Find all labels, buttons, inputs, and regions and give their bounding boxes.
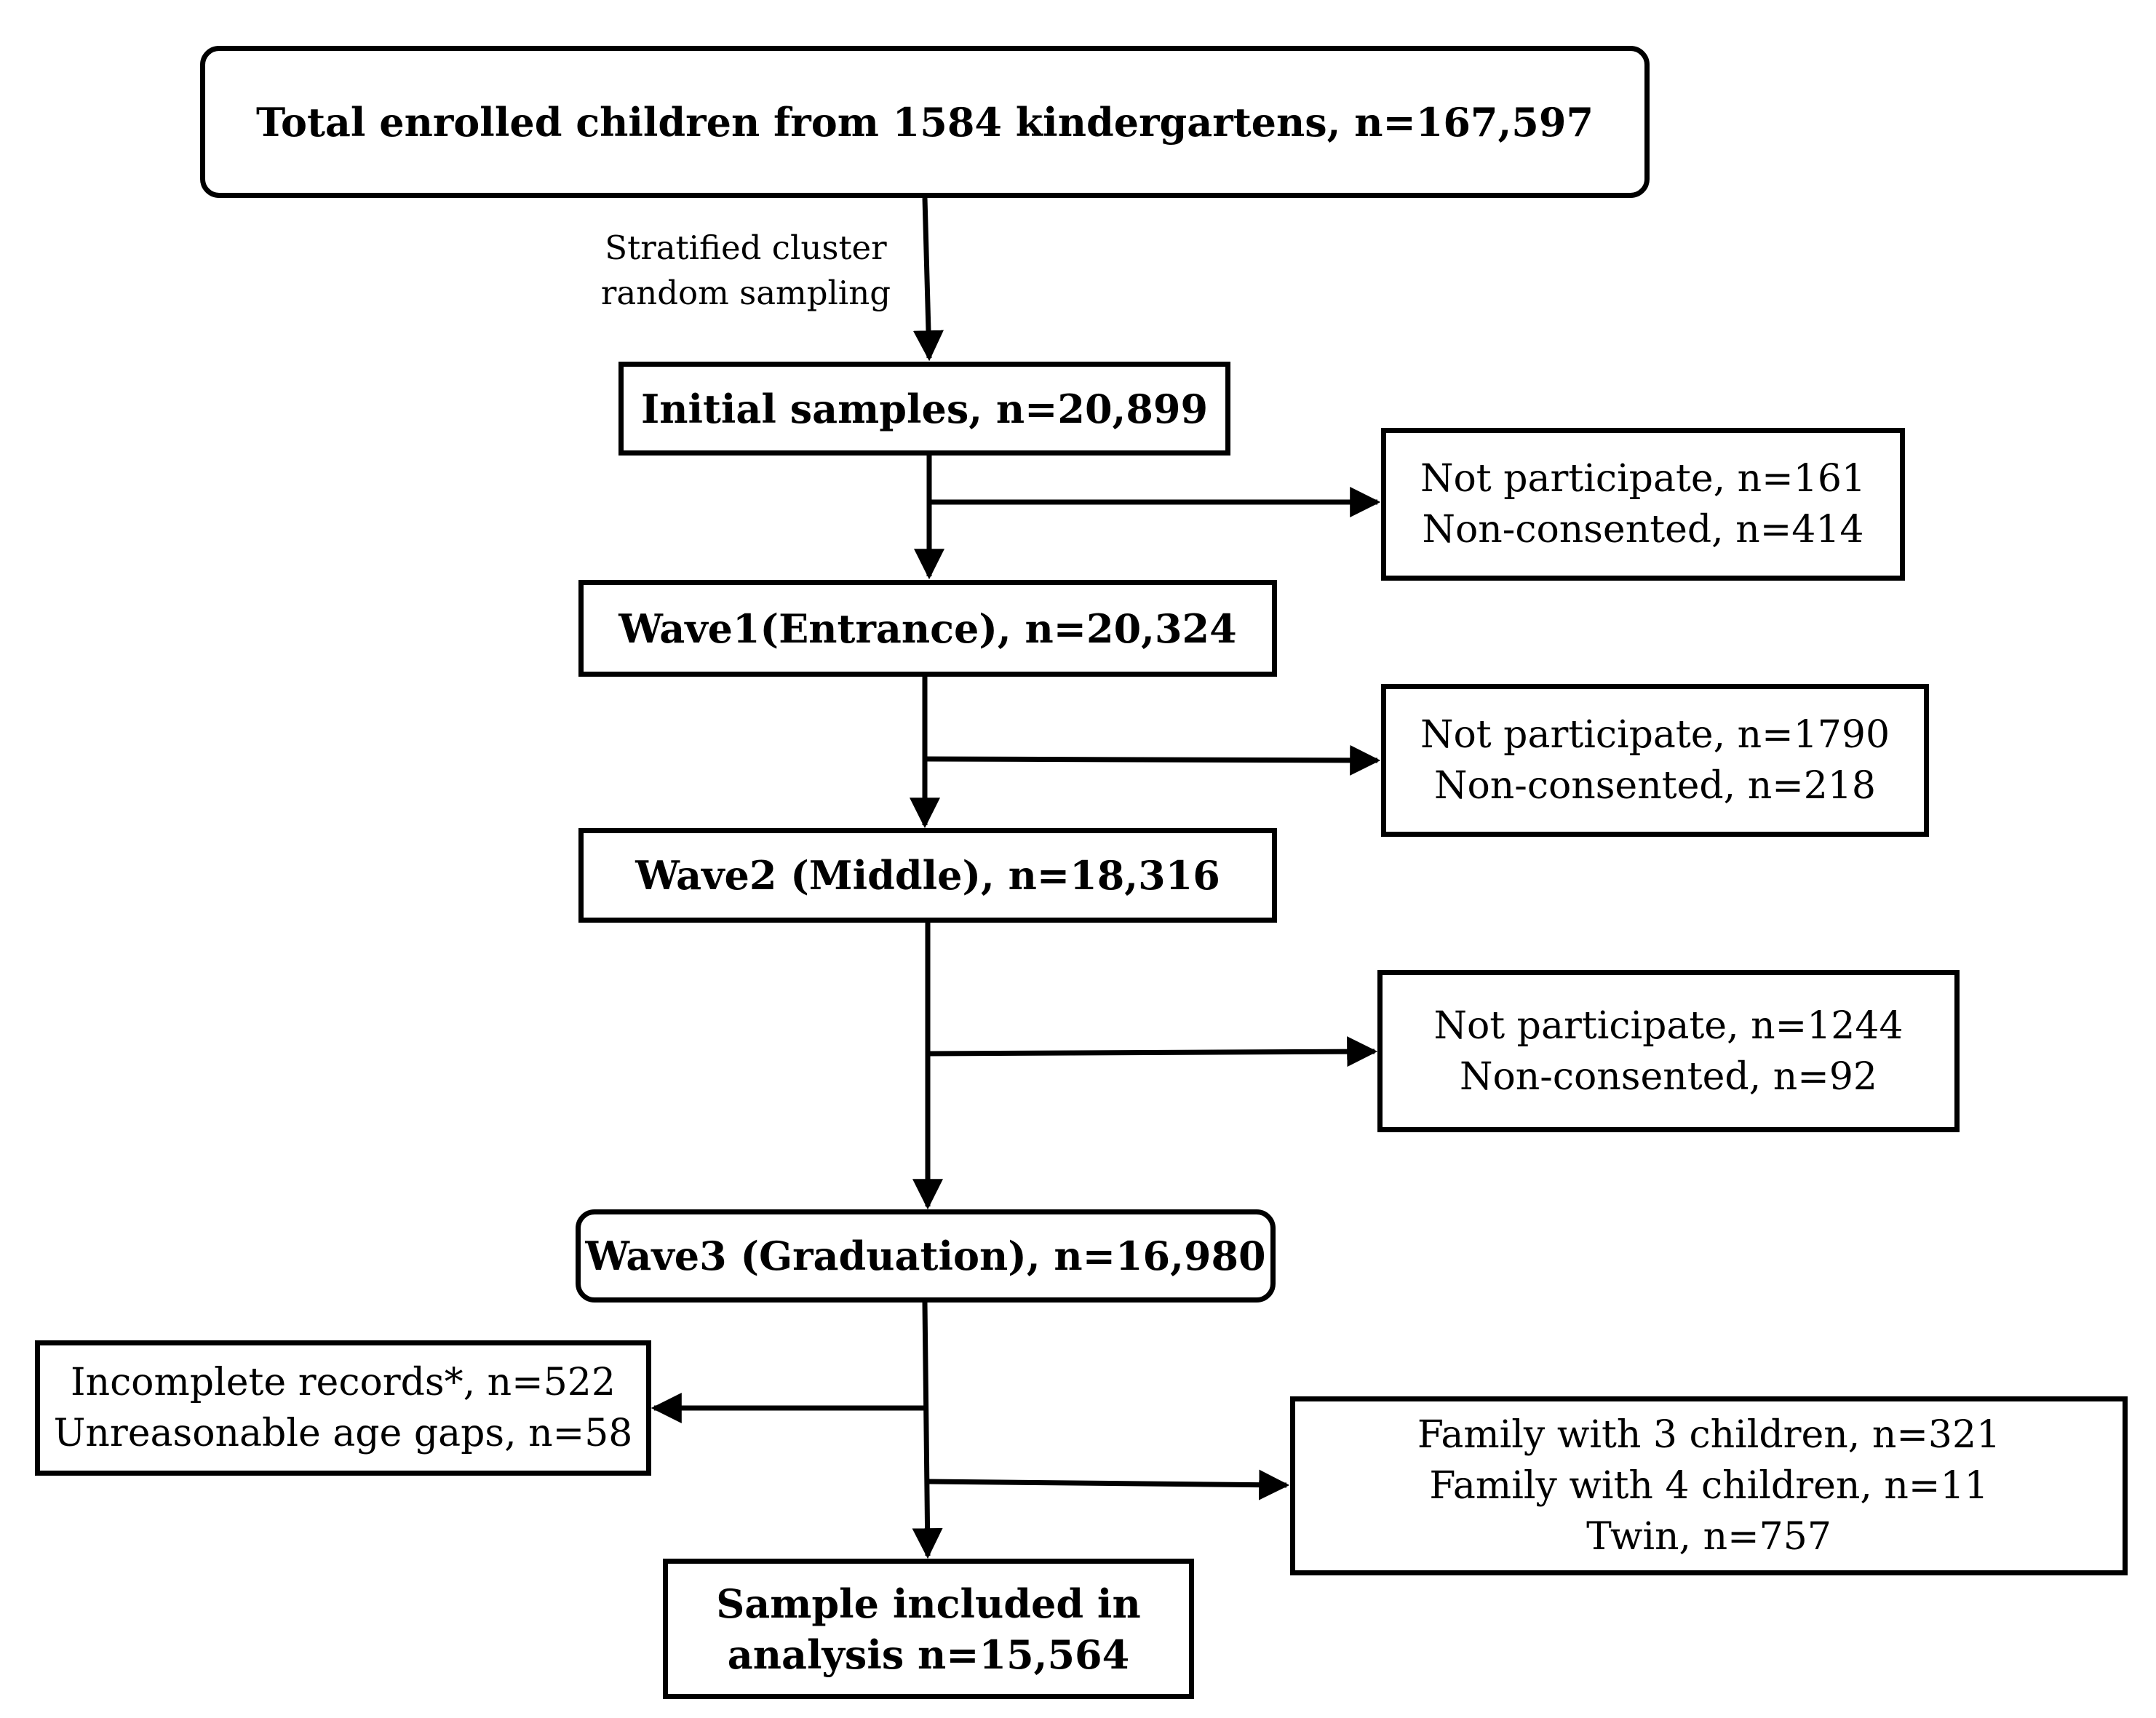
final-sample-box: Sample included in analysis n=15,564 (663, 1559, 1194, 1699)
total-enrolled-box: Total enrolled children from 1584 kinder… (200, 46, 1650, 198)
exclusion-box-2: Not participate, n=1790 Non-consented, n… (1381, 684, 1929, 837)
box-text: Non-consented, n=92 (1460, 1054, 1877, 1099)
box-text: Not participate, n=1790 (1420, 713, 1890, 757)
wave3-box: Wave3 (Graduation), n=16,980 (576, 1209, 1276, 1303)
arrow-to-exclusion-2 (924, 744, 1381, 776)
sampling-label-line: random sampling (600, 274, 891, 312)
box-text: Sample included in (716, 1580, 1141, 1627)
initial-samples-box: Initial samples, n=20,899 (618, 362, 1230, 456)
box-text: Not participate, n=161 (1420, 457, 1866, 501)
box-text: Wave1(Entrance), n=20,324 (618, 605, 1237, 652)
exclusion-box-4: Incomplete records*, n=522 Unreasonable … (35, 1340, 651, 1476)
exclusion-box-3: Not participate, n=1244 Non-consented, n… (1377, 970, 1960, 1132)
arrow-to-exclusion-3 (927, 1036, 1378, 1067)
arrow-to-exclusion-5 (926, 1469, 1290, 1500)
box-text: analysis n=15,564 (727, 1631, 1130, 1678)
box-text: Wave3 (Graduation), n=16,980 (585, 1233, 1266, 1279)
wave1-box: Wave1(Entrance), n=20,324 (578, 580, 1277, 677)
box-text: Non-consented, n=218 (1433, 764, 1877, 808)
box-text: Twin, n=757 (1586, 1515, 1831, 1559)
box-text: Family with 4 children, n=11 (1429, 1464, 1989, 1508)
exclusion-box-1: Not participate, n=161 Non-consented, n=… (1381, 428, 1905, 581)
box-text: Not participate, n=1244 (1433, 1003, 1904, 1048)
sampling-label-line: Stratified cluster (605, 228, 887, 267)
box-text: Total enrolled children from 1584 kinder… (255, 98, 1594, 146)
box-text: Wave2 (Middle), n=18,316 (635, 852, 1220, 899)
wave2-box: Wave2 (Middle), n=18,316 (578, 828, 1277, 923)
box-text: Non-consented, n=414 (1422, 508, 1864, 552)
box-text: Initial samples, n=20,899 (640, 385, 1209, 432)
sampling-method-label: Stratified cluster random sampling (589, 226, 902, 316)
box-text: Unreasonable age gaps, n=58 (53, 1412, 633, 1455)
box-text: Family with 3 children, n=321 (1417, 1413, 2001, 1457)
arrow-total-to-initial (912, 197, 944, 362)
box-text: Incomplete records*, n=522 (71, 1361, 616, 1404)
exclusion-box-5: Family with 3 children, n=321 Family wit… (1290, 1396, 2128, 1575)
arrow-wave3-to-final (912, 1302, 943, 1559)
